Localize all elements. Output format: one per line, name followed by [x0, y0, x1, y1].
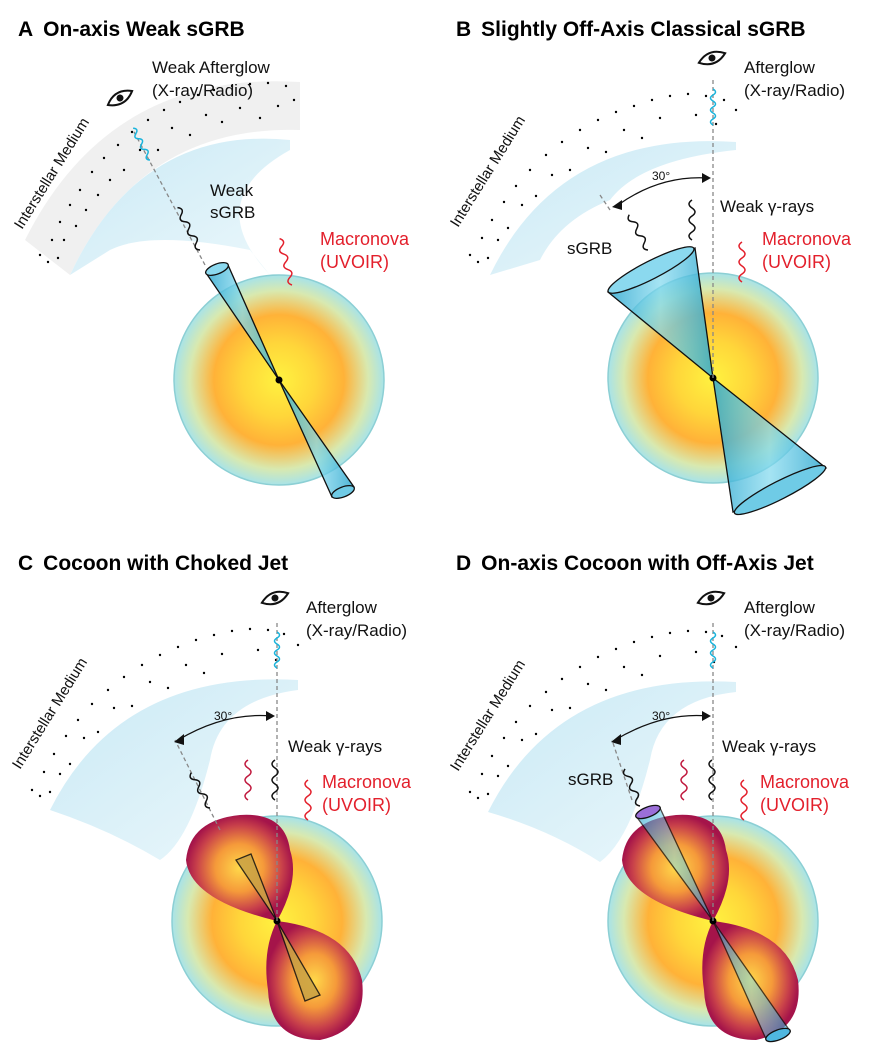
wavy-photon-icon [622, 768, 641, 807]
arrow-head [266, 711, 275, 721]
medium-dots [38, 81, 296, 264]
observer-eye-icon [260, 590, 290, 606]
arrow-head [612, 200, 622, 210]
medium-dots [468, 92, 738, 264]
jet-axis [611, 739, 633, 801]
grb-label: sGRB [568, 770, 613, 789]
macronova-wave [244, 759, 252, 801]
macronova-label-2: (UVOIR) [762, 252, 831, 272]
afterglow-label-2: (X-ray/Radio) [744, 621, 845, 640]
jet-cap-lower [733, 464, 827, 516]
afterglow-label-2: (X-ray/Radio) [744, 81, 845, 100]
medium-label: Interstellar Medium [9, 655, 91, 772]
angle-arc [617, 177, 709, 206]
afterglow-wave [133, 127, 151, 161]
jet-axis [174, 739, 221, 831]
macronova-label-1: Macronova [760, 772, 850, 792]
wavy-photon-icon [627, 214, 649, 251]
medium-label: Interstellar Medium [447, 657, 529, 774]
macronova-label-1: Macronova [762, 229, 852, 249]
afterglow-label-2: (X-ray/Radio) [152, 81, 253, 100]
macronova-wave [680, 759, 688, 801]
afterglow-wave [709, 88, 717, 126]
arrow-head [702, 173, 711, 183]
macronova-wave [738, 241, 746, 283]
jet-cap-upper [205, 262, 229, 276]
medium-dots [468, 629, 738, 800]
afterglow-wave [273, 631, 281, 669]
afterglow-wave [709, 631, 717, 669]
macronova-label-2: (UVOIR) [760, 795, 829, 815]
afterglow-label-1: Afterglow [306, 598, 378, 617]
gamma-wave [271, 759, 279, 801]
angle-label: 30° [214, 709, 232, 723]
angle-arc [614, 714, 709, 741]
macronova-label-1: Macronova [320, 229, 410, 249]
afterglow-label-1: Weak Afterglow [152, 58, 271, 77]
macronova-label-1: Macronova [322, 772, 412, 792]
macronova-wave [278, 237, 293, 286]
shock-region [488, 681, 736, 862]
arrow-head [702, 711, 711, 721]
line-of-sight [132, 129, 206, 266]
gamma-wave [688, 199, 696, 241]
merger-center [275, 376, 283, 384]
observer-eye-icon [696, 590, 726, 606]
afterglow-label-1: Afterglow [744, 58, 816, 77]
observer-eye-icon [106, 89, 134, 107]
medium-band [25, 81, 300, 275]
gamma-label: Weak γ-rays [720, 197, 814, 216]
grb-label: sGRB [567, 239, 612, 258]
grb-label-2: sGRB [210, 203, 255, 222]
angle-arc [177, 714, 273, 741]
arrow-head [611, 734, 621, 745]
afterglow-label-2: (X-ray/Radio) [306, 621, 407, 640]
jet-cap-lower [331, 485, 355, 499]
shock-region [490, 141, 736, 275]
medium-label: Interstellar Medium [447, 113, 529, 230]
shock-region [50, 679, 298, 860]
macronova-wave [304, 779, 312, 821]
angle-label: 30° [652, 169, 670, 183]
wavy-photon-icon [189, 772, 211, 809]
angle-label: 30° [652, 709, 670, 723]
observer-eye-icon [697, 50, 727, 66]
gamma-label: Weak γ-rays [288, 737, 382, 756]
choked-jet-upper [235, 853, 278, 922]
arrow-head [174, 734, 184, 745]
macronova-label-2: (UVOIR) [320, 252, 389, 272]
shock-region [70, 138, 290, 275]
jet-cap-upper [635, 804, 661, 820]
macronova-wave [740, 779, 748, 821]
gamma-wave [708, 759, 716, 801]
choked-jet-lower [276, 920, 321, 1002]
gamma-label: Weak γ-rays [722, 737, 816, 756]
afterglow-label-1: Afterglow [744, 598, 816, 617]
jet-axis [599, 194, 611, 211]
macronova-label-2: (UVOIR) [322, 795, 391, 815]
wavy-photon-icon [177, 206, 201, 251]
jet-cap-lower [765, 1027, 791, 1043]
jet-cap-upper [607, 246, 695, 294]
grb-label-1: Weak [210, 181, 254, 200]
